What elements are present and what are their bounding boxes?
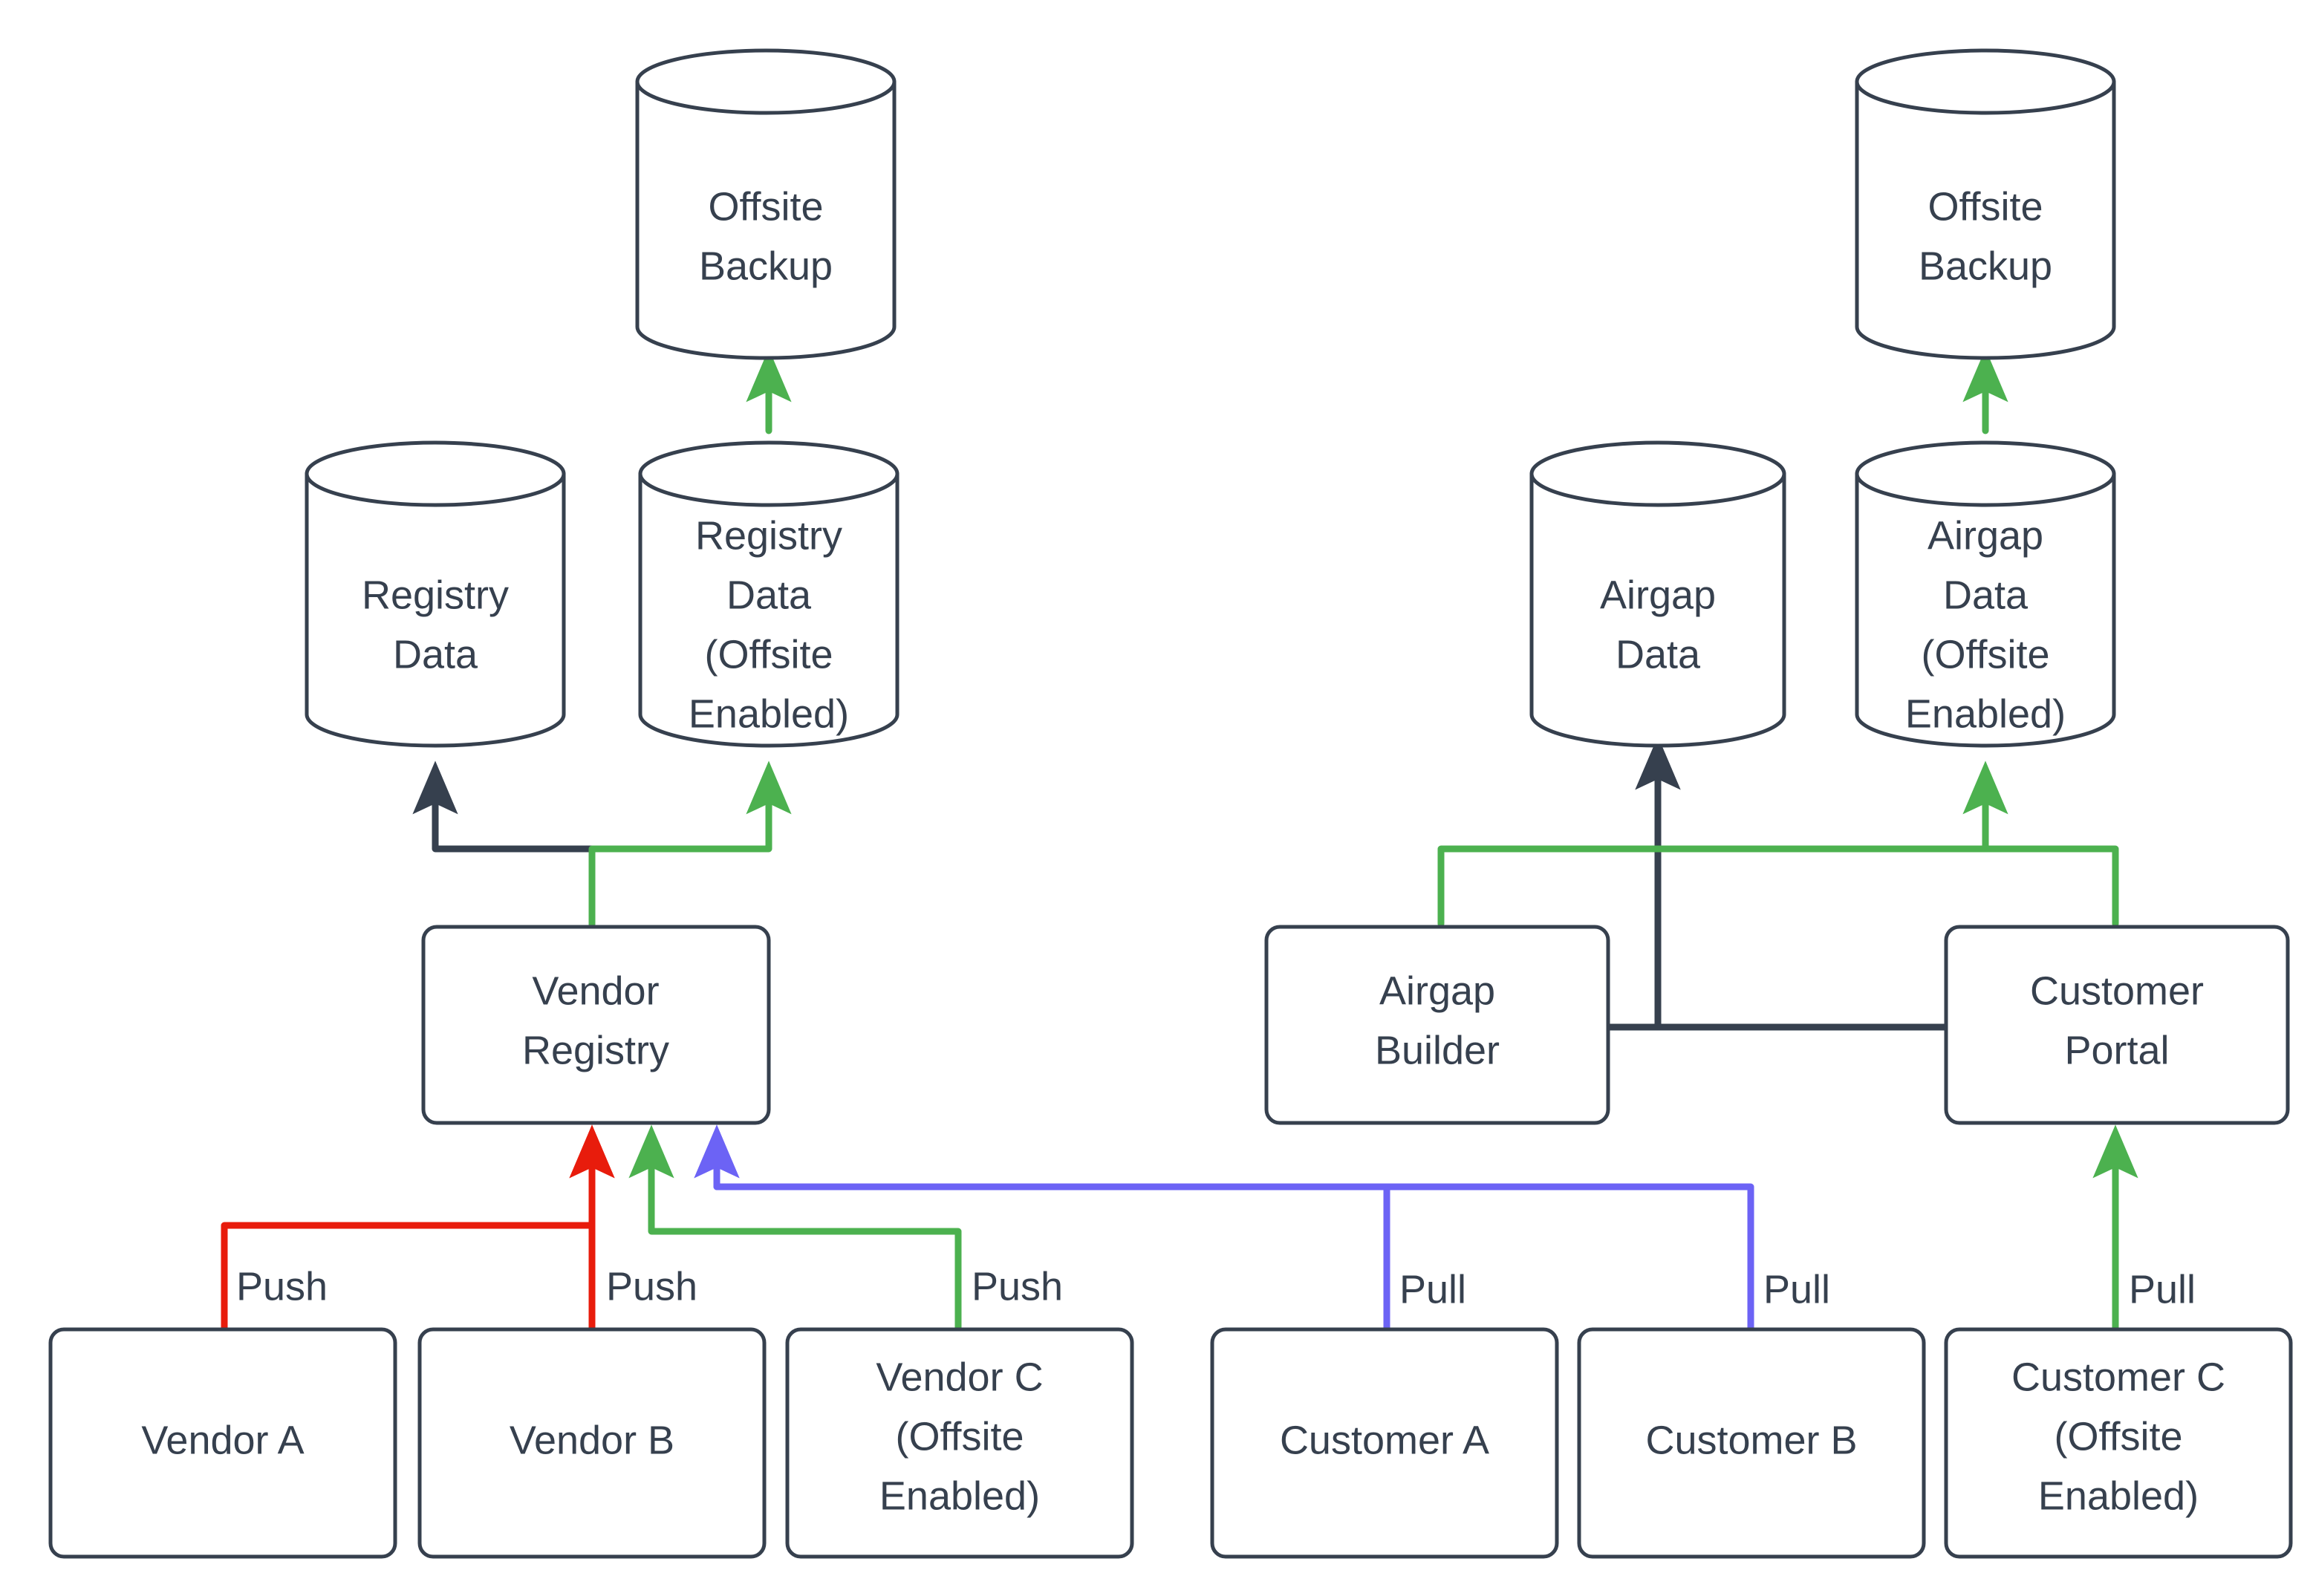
edge-label-push-vendor-b: Push <box>606 1264 697 1309</box>
edge-label-push-vendor-c: Push <box>972 1264 1063 1309</box>
node-label: Data <box>1943 573 2029 617</box>
node-customer-a[interactable]: Customer A <box>1210 1327 1559 1559</box>
node-vendor-registry[interactable]: Vendor Registry <box>421 925 771 1125</box>
edge-vendorc-to-vendorregistry <box>628 1124 962 1333</box>
edge-customerb-to-vendorregistry <box>694 1124 1754 1333</box>
node-customer-b[interactable]: Customer B <box>1577 1327 1926 1559</box>
node-label: Portal <box>2064 1028 2169 1072</box>
node-offsite-backup-right[interactable]: Offsite Backup <box>1855 48 2116 360</box>
node-label: Enabled) <box>2038 1473 2199 1518</box>
node-label: (Offsite <box>1921 632 2049 677</box>
edge-label-pull-customer-a: Pull <box>1399 1267 1466 1312</box>
node-label: (Offsite <box>704 632 833 677</box>
node-label: Vendor A <box>141 1418 304 1462</box>
node-label: Backup <box>699 244 833 288</box>
node-label: Registry <box>695 513 842 558</box>
node-label: (Offsite <box>2054 1414 2182 1459</box>
node-label: (Offsite <box>895 1414 1024 1459</box>
node-vendor-b[interactable]: Vendor B <box>417 1327 767 1559</box>
node-customer-portal[interactable]: Customer Portal <box>1944 925 2290 1125</box>
node-label: Airgap <box>1600 573 1716 617</box>
node-label: Offsite <box>1928 184 2043 229</box>
node-label: Airgap <box>1379 968 1495 1013</box>
node-label: Vendor B <box>510 1418 674 1462</box>
node-label: Builder <box>1375 1028 1500 1072</box>
node-label: Enabled) <box>689 691 849 736</box>
node-label: Enabled) <box>1905 691 2066 736</box>
node-label: Vendor C <box>876 1355 1043 1399</box>
node-label: Customer C <box>2011 1355 2225 1399</box>
node-airgap-builder[interactable]: Airgap Builder <box>1264 925 1610 1125</box>
node-label: Data <box>726 573 812 617</box>
node-label: Registry <box>522 1028 669 1072</box>
node-airgap-data-offsite[interactable]: Airgap Data (Offsite Enabled) <box>1855 440 2116 748</box>
node-vendor-a[interactable]: Vendor A <box>48 1327 397 1559</box>
edge-customerportal-to-airgapdataoffsite <box>1437 760 2119 928</box>
node-vendor-c[interactable]: Vendor C (Offsite Enabled) <box>785 1327 1134 1559</box>
edge-customerportal-to-airgapdata <box>1635 736 1953 1031</box>
node-label: Offsite <box>708 184 823 229</box>
node-label: Customer A <box>1280 1418 1489 1462</box>
node-customer-c[interactable]: Customer C (Offsite Enabled) <box>1944 1327 2293 1559</box>
node-label: Backup <box>1919 244 2052 288</box>
edge-airgapbuilder-to-airgapdata <box>1601 736 1681 1031</box>
edge-label-pull-customer-c: Pull <box>2129 1267 2196 1312</box>
edge-label-push-vendor-a: Push <box>236 1264 328 1309</box>
node-label: Registry <box>362 573 509 617</box>
node-airgap-data[interactable]: Airgap Data <box>1529 440 1786 748</box>
edge-vendorregistry-to-registrydata <box>412 760 596 928</box>
node-registry-data-offsite[interactable]: Registry Data (Offsite Enabled) <box>638 440 900 748</box>
node-label: Airgap <box>1928 513 2043 558</box>
node-label: Customer B <box>1645 1418 1857 1462</box>
node-label: Enabled) <box>879 1473 1040 1518</box>
node-label: Data <box>1616 632 1701 677</box>
edge-vendorregistry-to-registrydataoffsite <box>588 760 792 928</box>
node-label: Vendor <box>532 968 659 1013</box>
node-registry-data[interactable]: Registry Data <box>305 440 566 748</box>
node-label: Customer <box>2030 968 2204 1013</box>
node-label: Data <box>393 632 478 677</box>
edge-label-pull-customer-b: Pull <box>1763 1267 1830 1312</box>
node-offsite-backup-left[interactable]: Offsite Backup <box>635 48 897 360</box>
